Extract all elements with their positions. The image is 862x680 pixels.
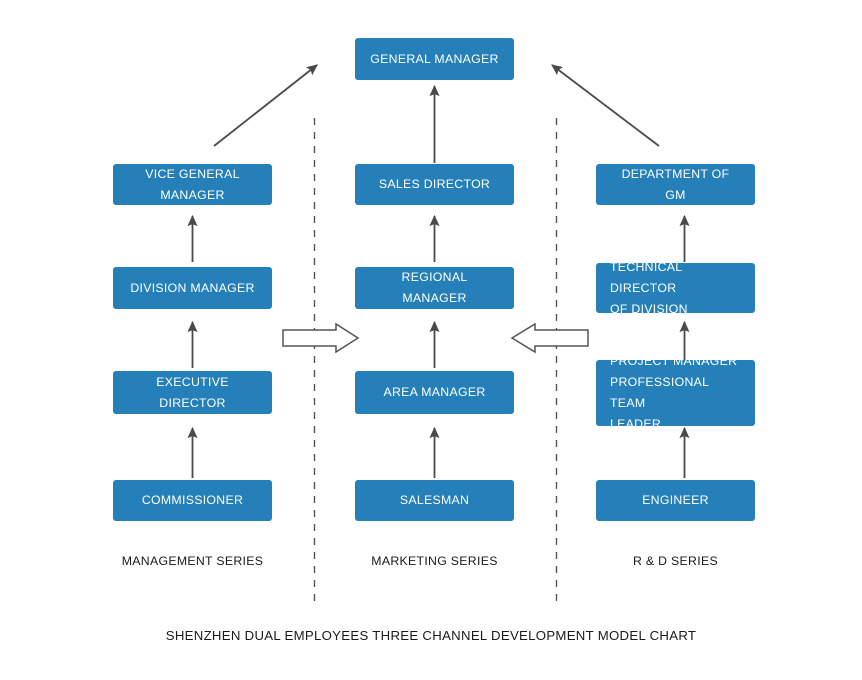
node-label: EXECUTIVE DIRECTOR (156, 374, 229, 410)
node-label-line: OF DIVISION (610, 301, 688, 316)
node-regional-manager[interactable]: REGIONAL MANAGER (355, 267, 514, 309)
node-vice-general-manager[interactable]: VICE GENERAL MANAGER (113, 164, 272, 205)
node-label-line: PROJECT MANAGER (610, 354, 738, 368)
node-label: SALESMAN (399, 493, 470, 507)
connector-vice-general-manager-to-general-manager-diagonal (213, 64, 318, 147)
node-label: TECHNICAL DIRECTOR OF DIVISION (610, 257, 741, 320)
chart-title: SHENZHEN DUAL EMPLOYEES THREE CHANNEL DE… (165, 628, 697, 643)
node-label-line: TECHNICAL DIRECTOR (610, 259, 682, 295)
node-label: ENGINEER (642, 493, 709, 507)
node-label: AREA MANAGER (383, 385, 486, 399)
node-area-manager[interactable]: AREA MANAGER (355, 371, 514, 414)
node-division-manager[interactable]: DIVISION MANAGER (113, 267, 272, 309)
node-label-line: LEADER (610, 417, 662, 431)
node-label: COMMISSIONER (141, 493, 244, 507)
node-executive-director[interactable]: EXECUTIVE DIRECTOR (113, 371, 272, 414)
node-project-manager-professional-team-leader[interactable]: PROJECT MANAGER PROFESSIONAL TEAM LEADER (596, 354, 755, 431)
node-general-manager[interactable]: GENERAL MANAGER (355, 38, 514, 80)
node-label: VICE GENERAL MANAGER (145, 166, 240, 202)
node-department-of-gm[interactable]: DEPARTMENT OF GM (596, 164, 755, 205)
series-label-rnd: R & D SERIES (633, 554, 718, 568)
node-salesman[interactable]: SALESMAN (355, 480, 514, 521)
series-label-marketing: MARKETING SERIES (371, 554, 498, 568)
node-technical-director-of-division[interactable]: TECHNICAL DIRECTOR OF DIVISION (596, 260, 755, 316)
node-engineer[interactable]: ENGINEER (596, 480, 755, 521)
node-label: DEPARTMENT OF GM (621, 166, 730, 202)
node-label: GENERAL MANAGER (370, 51, 499, 66)
node-sales-director[interactable]: SALES DIRECTOR (355, 164, 514, 205)
block-arrow-left (510, 322, 589, 354)
node-label: REGIONAL MANAGER (401, 270, 468, 305)
series-label-management: MANAGEMENT SERIES (121, 554, 264, 568)
connector-department-of-gm-to-general-manager-diagonal (551, 64, 660, 147)
node-label-line: PROFESSIONAL TEAM (610, 375, 709, 410)
node-commissioner[interactable]: COMMISSIONER (113, 480, 272, 521)
node-label: SALES DIRECTOR (378, 177, 491, 191)
node-label: PROJECT MANAGER PROFESSIONAL TEAM LEADER (610, 351, 741, 435)
node-label: DIVISION MANAGER (130, 280, 255, 295)
block-arrow-right (282, 322, 360, 354)
